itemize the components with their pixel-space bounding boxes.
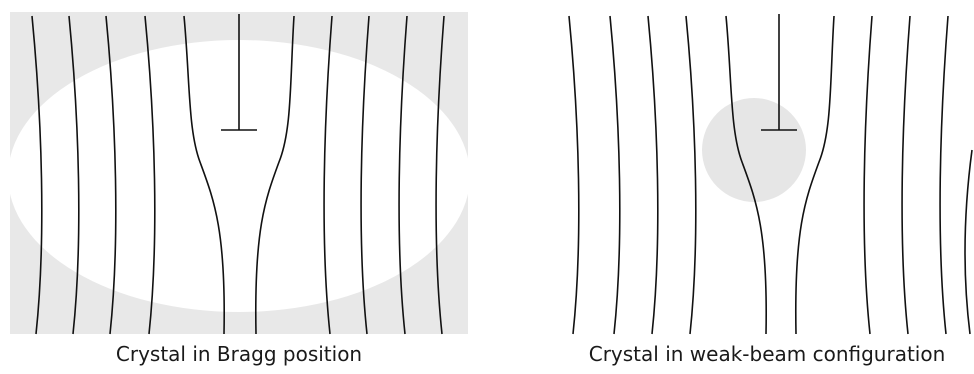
right-contrast-spot [702,98,806,202]
left-lattice-line [360,15,370,335]
bragg-position-caption: Crystal in Bragg position [115,342,363,366]
right-lattice-line [901,15,911,335]
right-lattice-line [647,15,659,335]
left-lattice-line [68,15,80,335]
left-lattice-line [435,15,445,335]
left-lattice-line [105,15,117,335]
right-lattice-line [609,15,621,335]
left-dislocation-icon [221,14,257,131]
weak-beam-caption: Crystal in weak-beam configuration [588,342,946,366]
left-lattice-line [31,15,43,335]
right-dislocation-icon [761,14,797,131]
right-lattice-line [939,15,949,335]
left-lattice-line [254,15,295,335]
left-lattice-line [398,15,408,335]
right-lattice-line [964,149,973,335]
right-lattice-line [568,15,580,335]
left-lattice-line [323,15,333,335]
left-lattice-line [144,15,156,335]
left-lattice-line [183,15,226,335]
right-lattice-lines [568,15,973,335]
right-lattice-line [725,15,768,335]
left-bright-region [8,40,470,312]
left-lattice-lines [31,15,445,335]
right-lattice-line [863,15,873,335]
right-lattice-line [685,15,697,335]
right-lattice-line [794,15,835,335]
